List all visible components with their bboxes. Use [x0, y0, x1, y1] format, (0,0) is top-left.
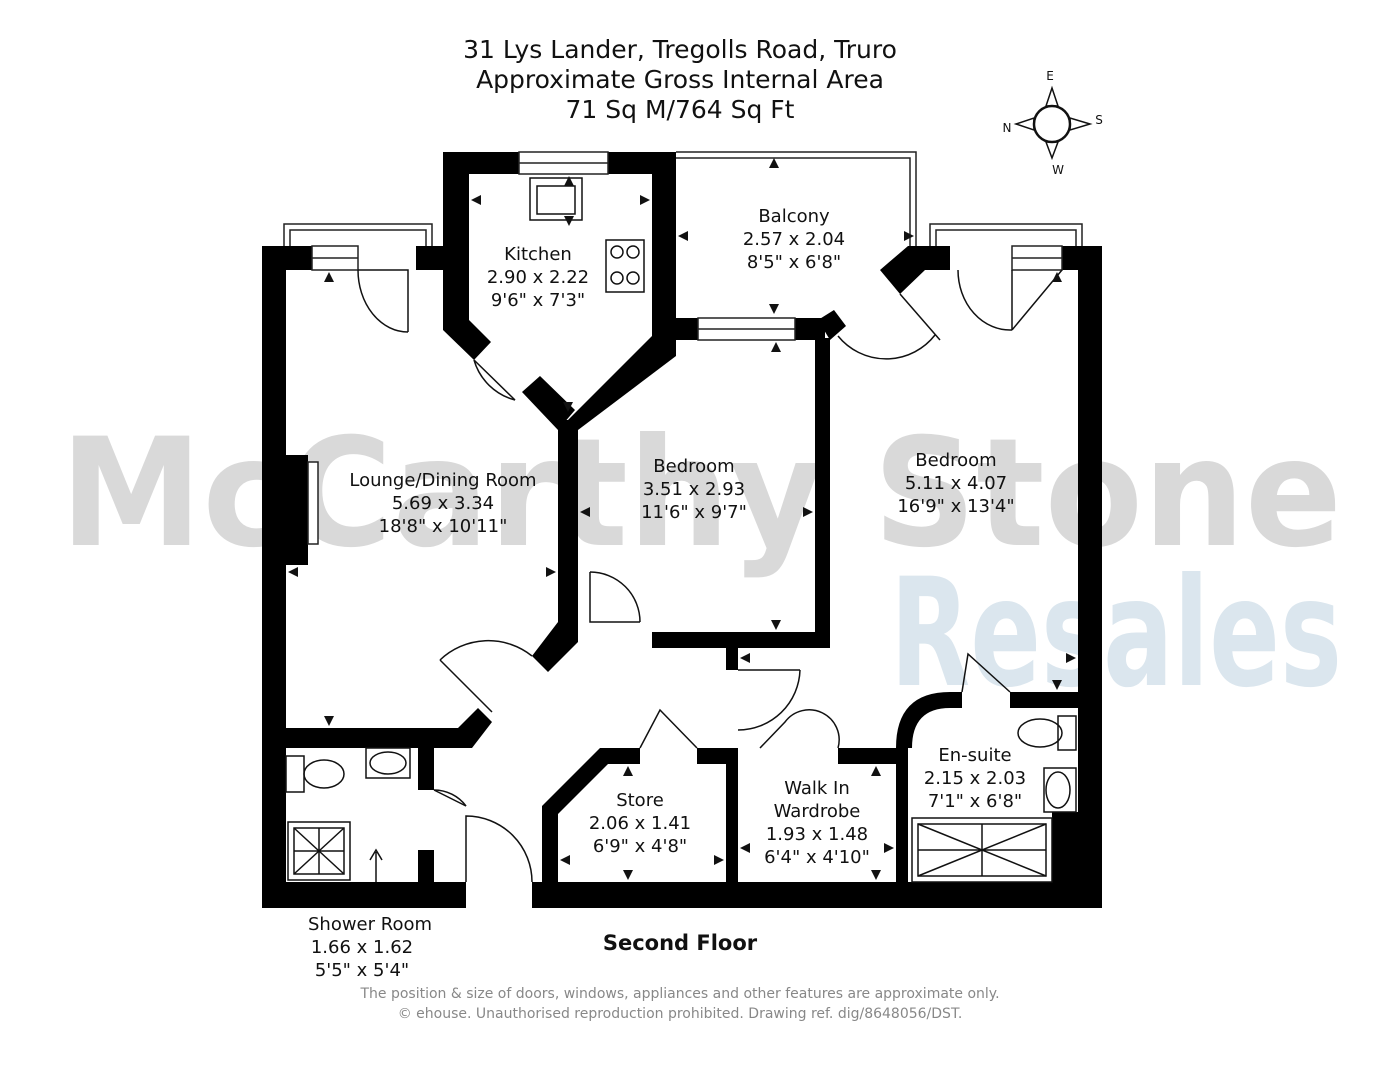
compass-e: E	[1046, 69, 1054, 83]
bedroom1-imperial: 11'6" x 9'7"	[641, 502, 747, 523]
wardrobe-imperial: 6'4" x 4'10"	[764, 847, 870, 868]
ensuite-basin-icon	[1043, 767, 1077, 813]
bedroom2-metric: 5.11 x 4.07	[905, 473, 1007, 494]
balcony-metric: 2.57 x 2.04	[743, 229, 845, 250]
shower-metric: 1.66 x 1.62	[311, 937, 413, 958]
room-label-bedroom-1: Bedroom 3.51 x 2.93 11'6" x 9'7"	[641, 456, 747, 523]
floor-label: Second Floor	[603, 931, 758, 955]
room-label-bedroom-2: Bedroom 5.11 x 4.07 16'9" x 13'4"	[897, 450, 1014, 517]
title-address: 31 Lys Lander, Tregolls Road, Truro	[463, 35, 897, 64]
lounge-imperial: 18'8" x 10'11"	[379, 516, 508, 537]
lounge-metric: 5.69 x 3.34	[392, 493, 494, 514]
footer-disclaimer: The position & size of doors, windows, a…	[359, 986, 999, 1002]
compass-w: W	[1052, 163, 1064, 177]
compass-n: N	[1003, 121, 1012, 135]
plan-title: 31 Lys Lander, Tregolls Road, Truro Appr…	[463, 35, 897, 124]
kitchen-sink-icon	[529, 177, 583, 221]
hob-icon	[605, 239, 645, 293]
room-label-wardrobe: Walk In Wardrobe 1.93 x 1.48 6'4" x 4'10…	[764, 778, 870, 868]
store-metric: 2.06 x 1.41	[589, 813, 691, 834]
title-area-label: Approximate Gross Internal Area	[476, 65, 884, 94]
kitchen-name: Kitchen	[504, 244, 572, 265]
lounge-name: Lounge/Dining Room	[349, 470, 536, 491]
walls	[262, 152, 1102, 908]
ensuite-shower-icon	[911, 817, 1053, 883]
room-label-balcony: Balcony 2.57 x 2.04 8'5" x 6'8"	[743, 206, 845, 273]
bedroom1-name: Bedroom	[653, 456, 734, 477]
balcony-imperial: 8'5" x 6'8"	[747, 252, 841, 273]
store-imperial: 6'9" x 4'8"	[593, 836, 687, 857]
compass-s: S	[1095, 113, 1103, 127]
fixtures	[285, 177, 1077, 883]
ensuite-name: En-suite	[938, 745, 1011, 766]
windows	[307, 151, 1063, 545]
bedroom1-metric: 3.51 x 2.93	[643, 479, 745, 500]
balcony-rails	[283, 151, 1083, 246]
wardrobe-metric: 1.93 x 1.48	[766, 824, 868, 845]
dimension-arrows	[288, 158, 1076, 880]
shower-name: Shower Room	[308, 914, 432, 935]
room-label-shower: Shower Room 1.66 x 1.62 5'5" x 5'4"	[308, 914, 432, 981]
footer: The position & size of doors, windows, a…	[359, 986, 999, 1022]
compass-icon: E N S W	[1003, 69, 1103, 177]
ensuite-imperial: 7'1" x 6'8"	[928, 791, 1022, 812]
kitchen-metric: 2.90 x 2.22	[487, 267, 589, 288]
room-label-ensuite: En-suite 2.15 x 2.03 7'1" x 6'8"	[924, 745, 1026, 812]
room-label-kitchen: Kitchen 2.90 x 2.22 9'6" x 7'3"	[487, 244, 589, 311]
watermark-line2: Resales	[890, 547, 1342, 721]
entry-arrow-icon	[369, 848, 383, 882]
ensuite-toilet-icon	[1017, 715, 1077, 751]
wardrobe-name-2: Wardrobe	[774, 801, 861, 822]
basin-icon	[365, 747, 411, 779]
balcony-name: Balcony	[758, 206, 830, 227]
store-name: Store	[616, 790, 664, 811]
footer-copyright: © ehouse. Unauthorised reproduction proh…	[398, 1006, 963, 1022]
bedroom2-name: Bedroom	[915, 450, 996, 471]
toilet-icon	[285, 755, 345, 793]
shower-imperial: 5'5" x 5'4"	[315, 960, 409, 981]
title-area-value: 71 Sq M/764 Sq Ft	[566, 95, 795, 124]
room-label-store: Store 2.06 x 1.41 6'9" x 4'8"	[589, 790, 691, 857]
shower-tray-icon	[287, 821, 351, 881]
bedroom2-imperial: 16'9" x 13'4"	[897, 496, 1014, 517]
watermark: McCarthy Stone Resales	[60, 407, 1342, 721]
room-label-lounge: Lounge/Dining Room 5.69 x 3.34 18'8" x 1…	[349, 470, 536, 537]
ensuite-metric: 2.15 x 2.03	[924, 768, 1026, 789]
kitchen-imperial: 9'6" x 7'3"	[491, 290, 585, 311]
doors	[357, 269, 1063, 883]
wardrobe-name-1: Walk In	[784, 778, 850, 799]
